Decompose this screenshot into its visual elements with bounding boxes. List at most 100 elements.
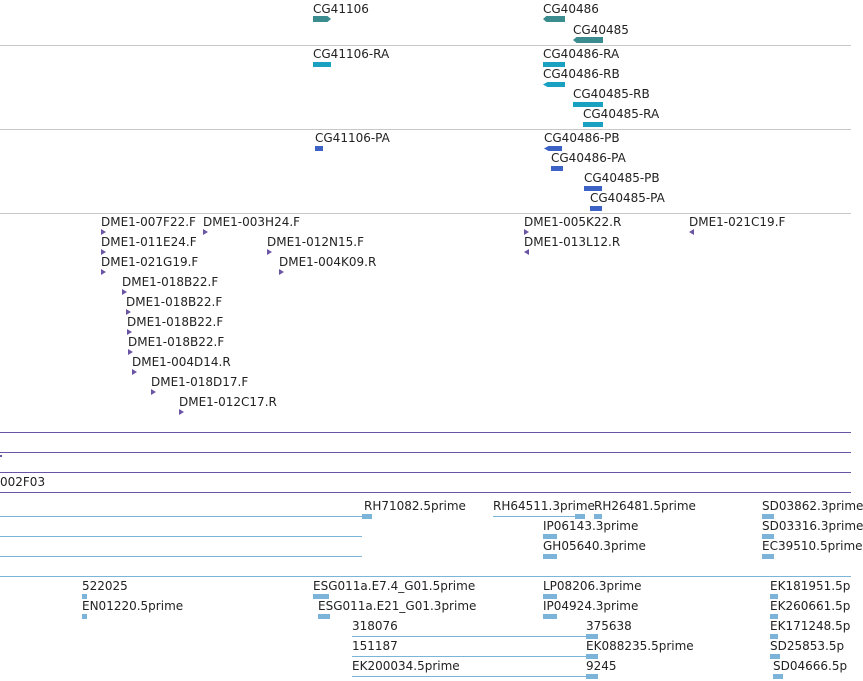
transcript-glyph[interactable] [573,102,603,107]
protein-label[interactable]: CG40486-PA [551,151,626,165]
bac-label[interactable]: DME1-018B22.F [128,335,225,349]
est-label[interactable]: EK171248.5p [770,619,851,633]
est-block[interactable] [575,514,585,519]
est-line[interactable] [352,656,592,657]
est-label[interactable]: ESG011a.E7.4_G01.5prime [313,579,476,593]
bac-label[interactable]: DME1-013L12.R [524,235,621,249]
protein-glyph[interactable] [315,146,323,151]
est-label[interactable]: IP04924.3prime [543,599,639,613]
est-block[interactable] [543,554,557,559]
est-line[interactable] [352,676,592,677]
est-block[interactable] [82,594,87,599]
bac-label[interactable]: DME1-018B22.F [127,315,224,329]
est-label[interactable]: SD25853.5p [770,639,845,653]
protein-label[interactable]: CG40486-PB [544,131,620,145]
bac-marker[interactable] [524,249,529,255]
bac-marker[interactable] [151,389,156,395]
est-label[interactable]: EC39510.5prime [762,539,863,553]
est-label[interactable]: EK200034.5prime [352,659,460,673]
bac-label[interactable]: DME1-004D14.R [132,355,231,369]
gene-label[interactable]: CG40486 [543,2,599,16]
bac-label[interactable]: DME1-012C17.R [179,395,277,409]
est-label[interactable]: ESG011a.E21_G01.3prime [318,599,477,613]
bac-marker[interactable] [132,369,137,375]
est-block[interactable] [586,634,598,639]
est-label[interactable]: EN01220.5prime [82,599,184,613]
protein-glyph[interactable] [551,166,563,171]
est-block[interactable] [594,514,602,519]
est-block[interactable] [770,634,778,639]
est-line[interactable] [0,536,362,537]
bac-label[interactable]: DME1-018B22.F [126,295,223,309]
gene-glyph[interactable] [543,16,565,22]
est-line[interactable] [0,556,362,557]
est-label[interactable]: EK260661.5p [770,599,851,613]
est-block[interactable] [770,594,778,599]
bac-label[interactable]: DME1-012N15.F [267,235,365,249]
bac-marker[interactable] [267,249,272,255]
bac-marker[interactable] [127,329,132,335]
est-label[interactable]: 522025 [82,579,128,593]
transcript-glyph[interactable] [543,82,565,87]
est-block[interactable] [770,654,780,659]
bac-marker[interactable] [203,229,208,235]
bac-label[interactable]: DME1-003H24.F [203,215,301,229]
est-block[interactable] [318,614,330,619]
est-block[interactable] [543,594,557,599]
est-block[interactable] [362,514,372,519]
gene-glyph[interactable] [313,16,331,22]
bac-marker[interactable] [179,409,184,415]
transcript-label[interactable]: CG41106-RA [313,47,390,61]
est-block[interactable] [762,514,774,519]
est-label[interactable]: 318076 [352,619,398,633]
transcript-glyph[interactable] [543,62,565,67]
est-label[interactable]: GH05640.3prime [543,539,646,553]
bac-label[interactable]: DME1-011E24.F [101,235,197,249]
protein-glyph[interactable] [590,206,602,211]
partial-row-label[interactable]: 002F03 [0,475,46,489]
bac-marker[interactable] [128,349,133,355]
transcript-label[interactable]: CG40485-RB [573,87,650,101]
est-label[interactable]: EK181951.5p [770,579,851,593]
est-block[interactable] [313,594,329,599]
est-block[interactable] [773,674,783,679]
protein-label[interactable]: CG40485-PB [584,171,660,185]
est-block[interactable] [82,614,87,619]
transcript-glyph[interactable] [313,62,331,67]
bac-label[interactable]: DME1-004K09.R [279,255,377,269]
bac-label[interactable]: DME1-005K22.R [524,215,622,229]
bac-marker[interactable] [524,229,529,235]
transcript-label[interactable]: CG40486-RB [543,67,620,81]
est-line[interactable] [352,636,592,637]
est-block[interactable] [762,554,774,559]
bac-marker[interactable] [689,229,694,235]
est-line[interactable] [0,516,362,517]
est-block[interactable] [762,534,774,539]
protein-label[interactable]: CG40485-PA [590,191,665,205]
est-label[interactable]: IP06143.3prime [543,519,639,533]
protein-glyph[interactable] [584,186,602,191]
bac-marker[interactable] [101,229,106,235]
gene-glyph[interactable] [573,37,603,43]
transcript-label[interactable]: CG40486-RA [543,47,620,61]
est-block[interactable] [543,614,557,619]
est-label[interactable]: RH64511.3prime [493,499,595,513]
bac-label[interactable]: DME1-018B22.F [122,275,219,289]
est-block[interactable] [586,674,598,679]
bac-marker[interactable] [279,269,284,275]
transcript-label[interactable]: CG40485-RA [583,107,660,121]
est-label[interactable]: SD04666.5p [773,659,848,673]
bac-marker[interactable] [126,309,131,315]
est-label[interactable]: 9245 [586,659,617,673]
est-line[interactable] [493,516,575,517]
gene-label[interactable]: CG41106 [313,2,369,16]
est-label[interactable]: LP08206.3prime [543,579,642,593]
bac-marker[interactable] [101,249,106,255]
est-label[interactable]: EK088235.5prime [586,639,694,653]
protein-label[interactable]: CG41106-PA [315,131,390,145]
gene-label[interactable]: CG40485 [573,23,629,37]
protein-glyph[interactable] [544,146,562,151]
bac-label[interactable]: DME1-007F22.F [101,215,196,229]
transcript-glyph[interactable] [583,122,603,127]
bac-marker[interactable] [122,289,127,295]
